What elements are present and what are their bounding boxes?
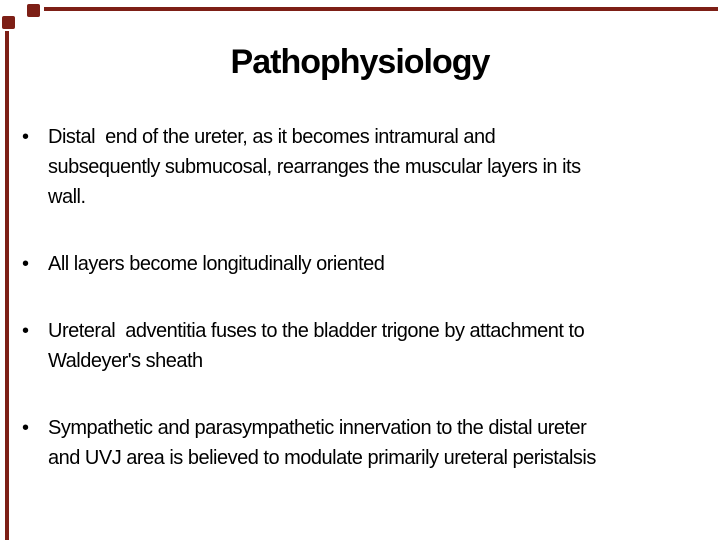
- bullet-item: • All layers become longitudinally orien…: [18, 249, 712, 279]
- slide-title: Pathophysiology: [230, 43, 491, 81]
- bullet-item: • Distal end of the ureter, as it become…: [18, 122, 712, 212]
- border-corner-stub-top: [27, 4, 40, 17]
- bullet-line: Ureteral adventitia fuses to the bladder…: [48, 320, 585, 342]
- bullet-line: Waldeyer's sheath: [48, 350, 203, 372]
- bullet-list: • Distal end of the ureter, as it become…: [18, 122, 712, 473]
- bullet-text: Sympathetic and parasympathetic innervat…: [48, 413, 712, 473]
- bullet-text: All layers become longitudinally oriente…: [48, 249, 712, 279]
- bullet-marker: •: [22, 417, 30, 439]
- bullet-line: All layers become longitudinally oriente…: [48, 253, 385, 275]
- bullet-marker: •: [22, 126, 30, 148]
- bullet-marker: •: [22, 320, 30, 342]
- bullet-line: Distal end of the ureter, as it becomes …: [48, 126, 496, 148]
- border-top-line: [44, 7, 718, 11]
- bullet-text: Distal end of the ureter, as it becomes …: [48, 122, 712, 212]
- bullet-line: Sympathetic and parasympathetic innervat…: [48, 417, 587, 439]
- bullet-line: subsequently submucosal, rearranges the …: [48, 156, 581, 178]
- bullet-text: Ureteral adventitia fuses to the bladder…: [48, 316, 712, 376]
- bullet-line: wall.: [48, 186, 86, 208]
- bullet-line: and UVJ area is believed to modulate pri…: [48, 447, 596, 469]
- border-left-line: [5, 31, 9, 540]
- bullet-marker: •: [22, 253, 30, 275]
- bullet-item: • Ureteral adventitia fuses to the bladd…: [18, 316, 712, 376]
- bullet-item: • Sympathetic and parasympathetic innerv…: [18, 413, 712, 473]
- border-corner-stub-left: [2, 16, 15, 29]
